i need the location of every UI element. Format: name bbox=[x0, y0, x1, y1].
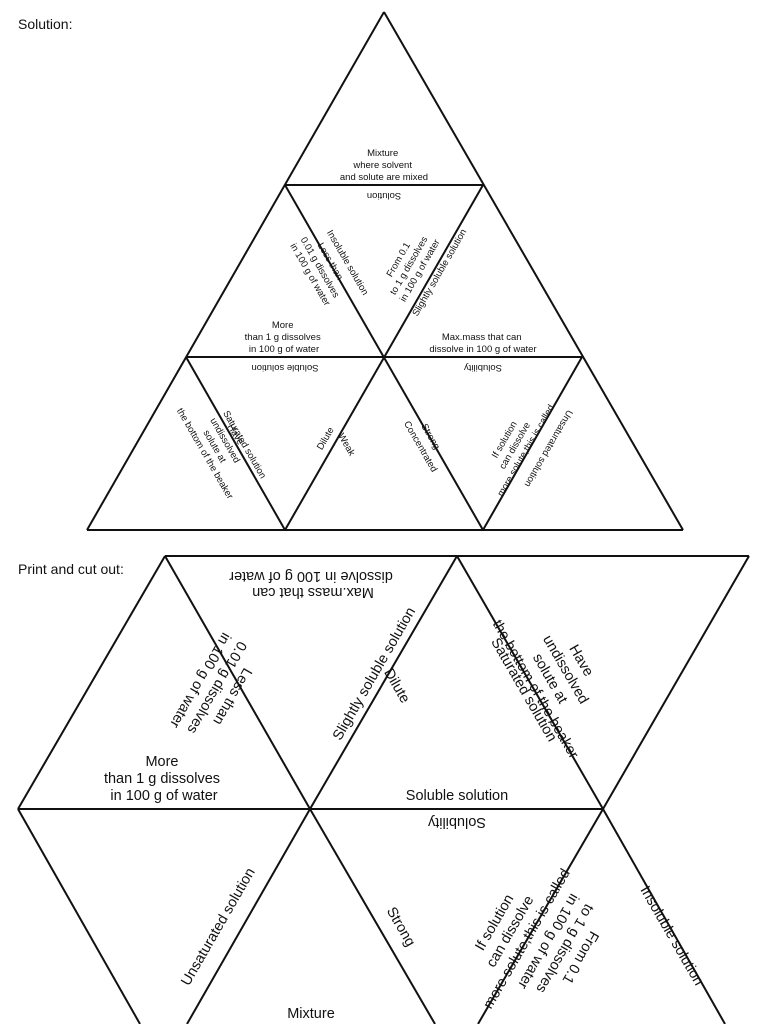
cut-less-than: Less than 0.01 g dissolves in 100 g of w… bbox=[166, 629, 265, 749]
sol-solution-flip: Solution bbox=[367, 190, 401, 201]
cutout-grid bbox=[17, 555, 750, 1024]
sol-dilute: Dilute bbox=[315, 425, 337, 452]
sol-have-undissolved: Have undissolved solute at the bottom of… bbox=[174, 388, 266, 501]
sol-max-mass: Max.mass that can dissolve in 100 g of w… bbox=[429, 332, 536, 355]
sol-top-inner: Mixture where solvent and solute are mix… bbox=[340, 148, 428, 183]
sol-weak: Weak bbox=[335, 432, 357, 459]
cut-dilute: Dilute bbox=[380, 666, 412, 706]
cut-max-mass-flip: Max.mass that can dissolve in 100 g of w… bbox=[229, 568, 393, 600]
cut-mixture: Mixture bbox=[287, 1006, 335, 1022]
cut-insoluble: Insoluble solution bbox=[637, 883, 707, 988]
cut-more-than: More than 1 g dissolves in 100 g of wate… bbox=[104, 754, 224, 804]
sol-less-than: Less than 0.01 g dissolves in 100 g of w… bbox=[287, 229, 353, 308]
sol-more-than: More than 1 g dissolves in 100 g of wate… bbox=[245, 320, 324, 355]
sol-soluble-flip: Soluble solution bbox=[251, 362, 318, 373]
print-cut-heading: Print and cut out: bbox=[18, 561, 124, 577]
solution-heading: Solution: bbox=[18, 16, 73, 32]
sol-solubility-flip: Solubility bbox=[464, 362, 502, 373]
solution-grid bbox=[86, 11, 684, 531]
cut-slightly-soluble: Slightly soluble solution bbox=[330, 605, 419, 744]
cut-soluble-solution: Soluble solution bbox=[406, 788, 508, 804]
cut-solubility-flip: Solubility bbox=[427, 814, 486, 830]
